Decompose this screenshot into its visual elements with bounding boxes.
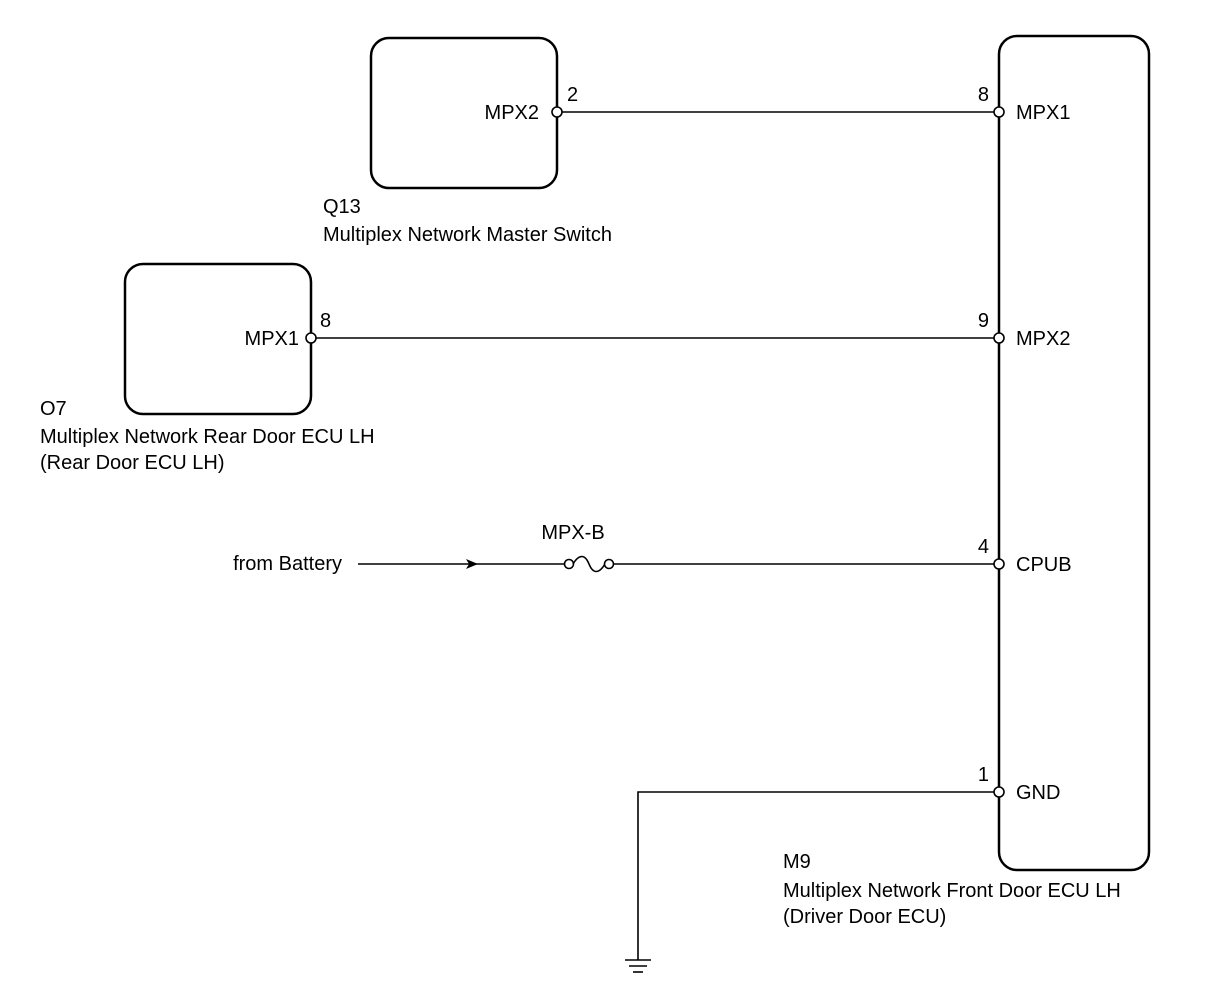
terminal-master-switch-pin-2 bbox=[551, 106, 563, 118]
battery-source-label: from Battery bbox=[233, 553, 342, 575]
terminal-rear-door-ecu-pin-8 bbox=[305, 332, 317, 344]
rear-door-ecu-pin-number: 8 bbox=[320, 310, 331, 332]
ground-icon bbox=[625, 959, 651, 973]
rear-door-ecu-pin-label: MPX1 bbox=[245, 328, 299, 350]
rear-door-ecu-code: O7 bbox=[40, 398, 67, 420]
front-door-ecu-name: Multiplex Network Front Door ECU LH bbox=[783, 880, 1121, 902]
master-switch-pin-number: 2 bbox=[567, 84, 578, 106]
front-door-ecu-component: MPX1 MPX2 CPUB GND 8 9 4 1 M9 Multiplex … bbox=[783, 34, 1151, 928]
rear-door-ecu-component: MPX1 8 O7 Multiplex Network Rear Door EC… bbox=[40, 262, 375, 474]
terminal-front-door-ecu-pin-4 bbox=[993, 558, 1005, 570]
front-door-ecu-pin-number-9: 9 bbox=[978, 310, 989, 332]
terminal-front-door-ecu-pin-1 bbox=[993, 786, 1005, 798]
front-door-ecu-box bbox=[997, 34, 1151, 872]
front-door-ecu-pin-label-gnd: GND bbox=[1016, 782, 1060, 804]
wire-gnd-to-ground bbox=[637, 791, 994, 960]
rear-door-ecu-alias: (Rear Door ECU LH) bbox=[40, 452, 224, 474]
terminal-front-door-ecu-pin-8 bbox=[993, 106, 1005, 118]
arrow-right-icon bbox=[466, 559, 478, 569]
master-switch-pin-label: MPX2 bbox=[485, 102, 539, 124]
front-door-ecu-pin-number-1: 1 bbox=[978, 764, 989, 786]
front-door-ecu-pin-number-4: 4 bbox=[978, 536, 989, 558]
terminal-front-door-ecu-pin-9 bbox=[993, 332, 1005, 344]
front-door-ecu-pin-label-mpx1: MPX1 bbox=[1016, 102, 1070, 124]
rear-door-ecu-name: Multiplex Network Rear Door ECU LH bbox=[40, 426, 375, 448]
front-door-ecu-alias: (Driver Door ECU) bbox=[783, 906, 946, 928]
master-switch-code: Q13 bbox=[323, 196, 361, 218]
fuse-label: MPX-B bbox=[541, 522, 604, 544]
front-door-ecu-pin-number-8: 8 bbox=[978, 84, 989, 106]
master-switch-component: MPX2 2 Q13 Multiplex Network Master Swit… bbox=[323, 36, 612, 246]
front-door-ecu-pin-label-cpub: CPUB bbox=[1016, 554, 1072, 576]
front-door-ecu-pin-label-mpx2: MPX2 bbox=[1016, 328, 1070, 350]
front-door-ecu-code: M9 bbox=[783, 851, 811, 873]
fuse-icon bbox=[563, 555, 615, 573]
master-switch-name: Multiplex Network Master Switch bbox=[323, 224, 612, 246]
